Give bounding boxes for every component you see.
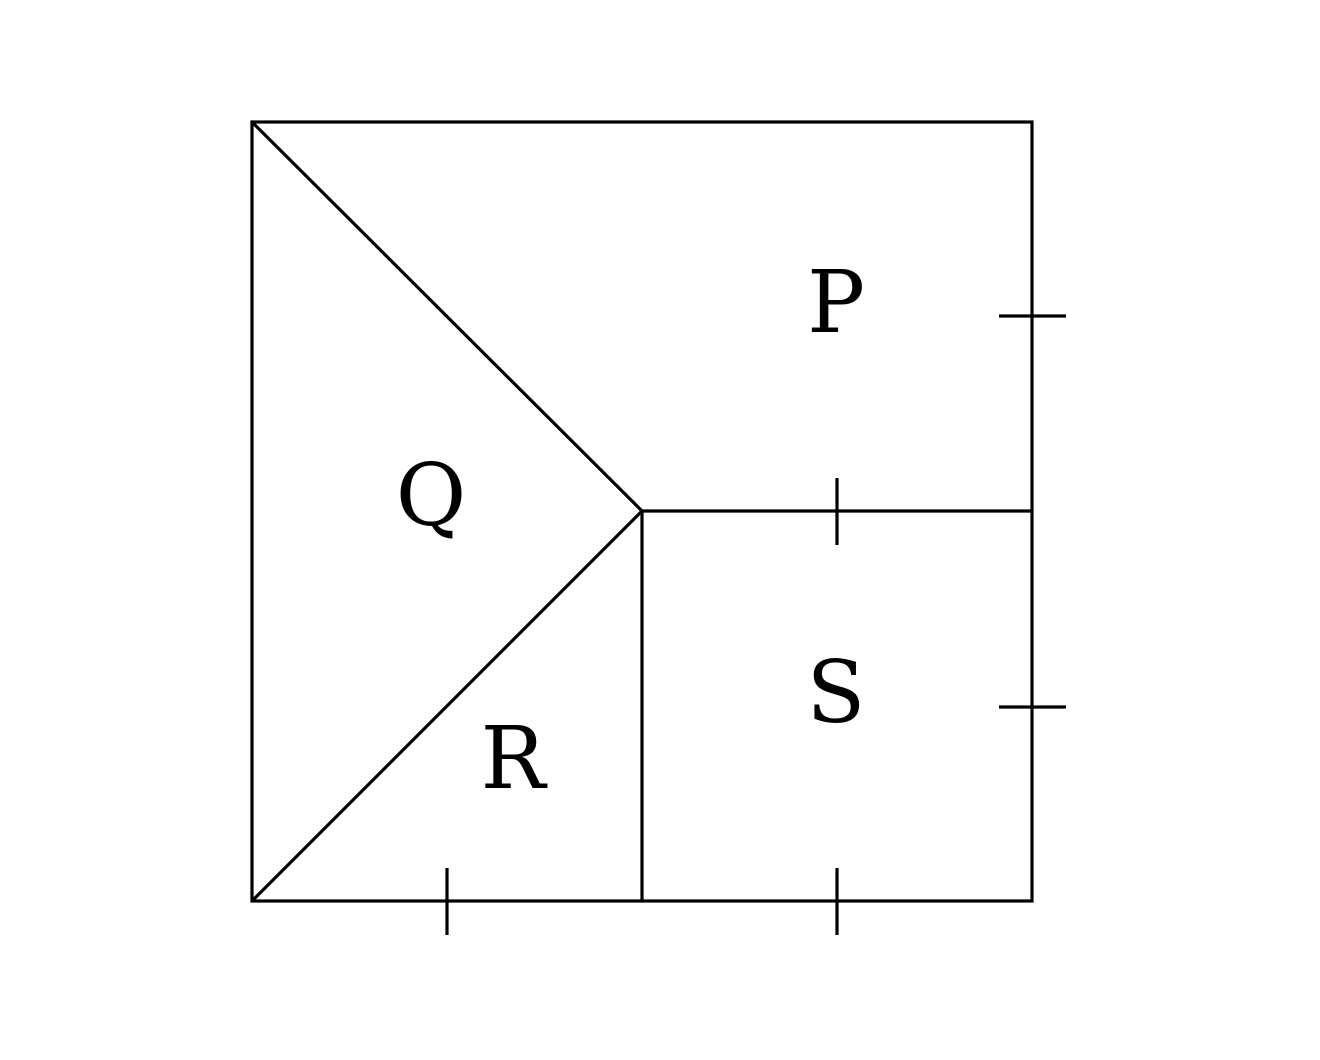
region-label-r: R	[481, 709, 548, 809]
region-label-q: Q	[396, 446, 467, 546]
upper-diagonal	[250, 120, 644, 513]
lower-diagonal	[250, 509, 644, 903]
region-label-s: S	[807, 643, 866, 743]
region-label-p: P	[807, 253, 865, 353]
